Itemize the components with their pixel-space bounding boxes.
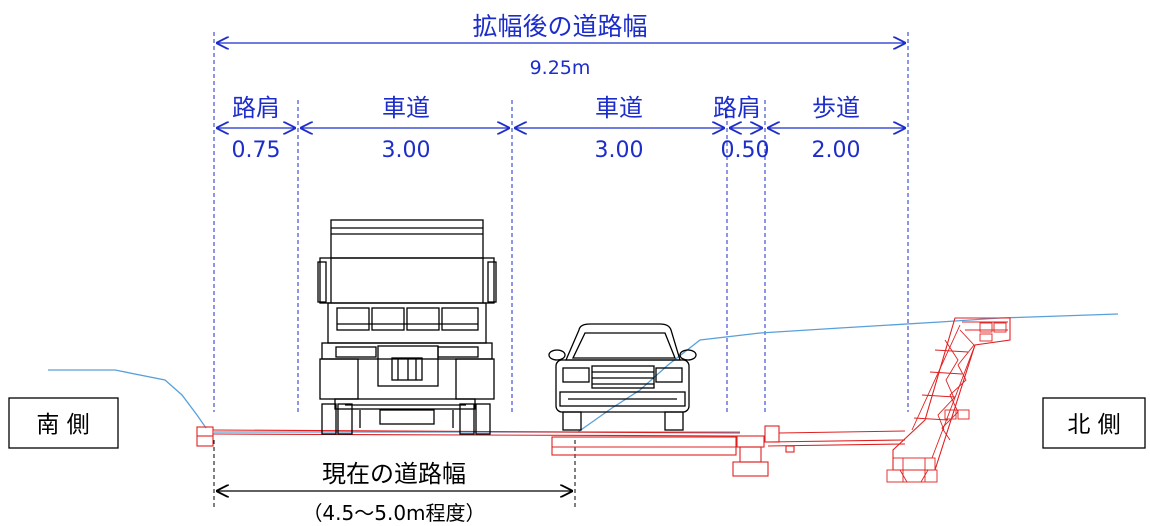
ground-line xyxy=(48,313,1119,433)
south-side-box xyxy=(8,397,119,449)
current-road-note: （4.5〜5.0m程度） xyxy=(302,501,485,525)
south-side-text: 南 側 xyxy=(36,412,89,438)
sidewalk-top xyxy=(778,430,906,434)
sidewalk-layer-2 xyxy=(767,439,906,443)
segment-width-shoulder-south: 0.75 xyxy=(232,138,281,163)
retaining-wall-pattern xyxy=(886,321,1008,483)
current-road-title: 現在の道路幅 xyxy=(322,460,466,488)
drain-body xyxy=(739,446,762,463)
car-icon xyxy=(548,323,697,431)
north-side-label: 北 側 xyxy=(1042,397,1146,449)
segment-width-lane-2: 3.00 xyxy=(595,138,644,163)
sidewalk-small-box xyxy=(785,445,795,453)
segment-dimensions: 路肩 0.75 車道 3.00 車道 3.00 路肩 0.50 歩道 2.00 xyxy=(216,94,906,163)
north-side-box xyxy=(1042,397,1146,449)
dump-truck-icon xyxy=(317,219,497,435)
south-side-label: 南 側 xyxy=(8,397,119,449)
north-terrain-line xyxy=(577,313,1119,433)
segment-label-shoulder-south: 路肩 xyxy=(232,94,280,122)
road-structure xyxy=(196,317,1011,483)
segment-label-shoulder-north: 路肩 xyxy=(713,94,761,122)
north-side-text: 北 側 xyxy=(1067,412,1120,438)
segment-width-shoulder-north: 0.50 xyxy=(721,138,770,163)
south-terrain-line xyxy=(48,369,207,429)
segment-label-lane-1: 車道 xyxy=(382,94,430,122)
total-width-value: 9.25m xyxy=(530,57,591,79)
segment-label-sidewalk: 歩道 xyxy=(812,94,860,122)
reference-lines xyxy=(213,32,909,510)
segment-width-lane-1: 3.00 xyxy=(382,138,431,163)
sidewalk-curb xyxy=(764,425,780,443)
widened-road-title: 拡幅後の道路幅 xyxy=(472,12,647,41)
segment-label-lane-2: 車道 xyxy=(595,94,643,122)
drain-base xyxy=(732,461,769,477)
pavement-base xyxy=(551,436,737,456)
current-road-dimension: 現在の道路幅 （4.5〜5.0m程度） xyxy=(216,460,573,525)
pavement-layer-2 xyxy=(212,433,741,437)
total-width-dimension: 拡幅後の道路幅 9.25m xyxy=(216,12,906,79)
segment-width-sidewalk: 2.00 xyxy=(812,138,861,163)
drain-cap xyxy=(736,435,765,448)
